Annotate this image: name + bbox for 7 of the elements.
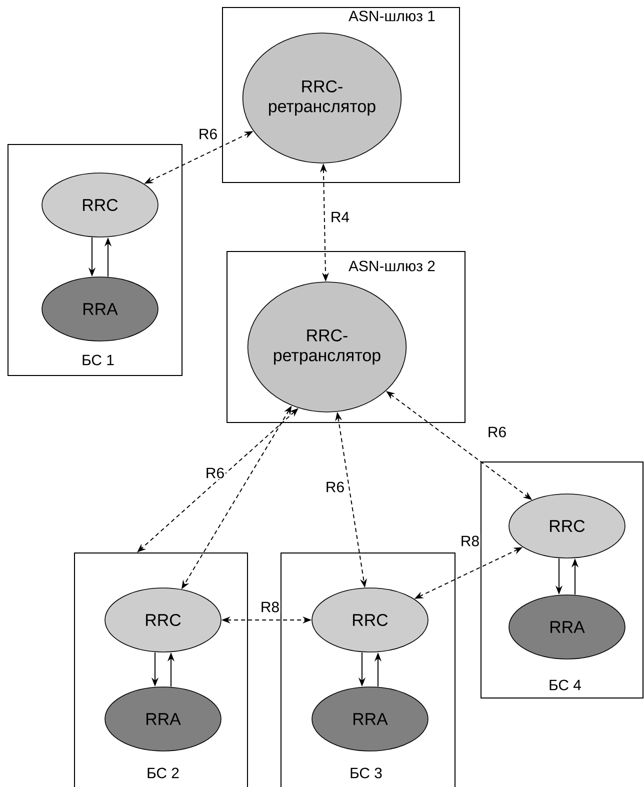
edge-label: R6	[324, 480, 346, 494]
edge-label: R6	[486, 426, 508, 438]
edge-label: R6	[197, 128, 219, 140]
edge-label: R4	[329, 210, 351, 224]
edge-label: R6	[204, 466, 226, 480]
edge-label: R8	[459, 534, 481, 548]
edge-label: R8	[259, 600, 281, 614]
